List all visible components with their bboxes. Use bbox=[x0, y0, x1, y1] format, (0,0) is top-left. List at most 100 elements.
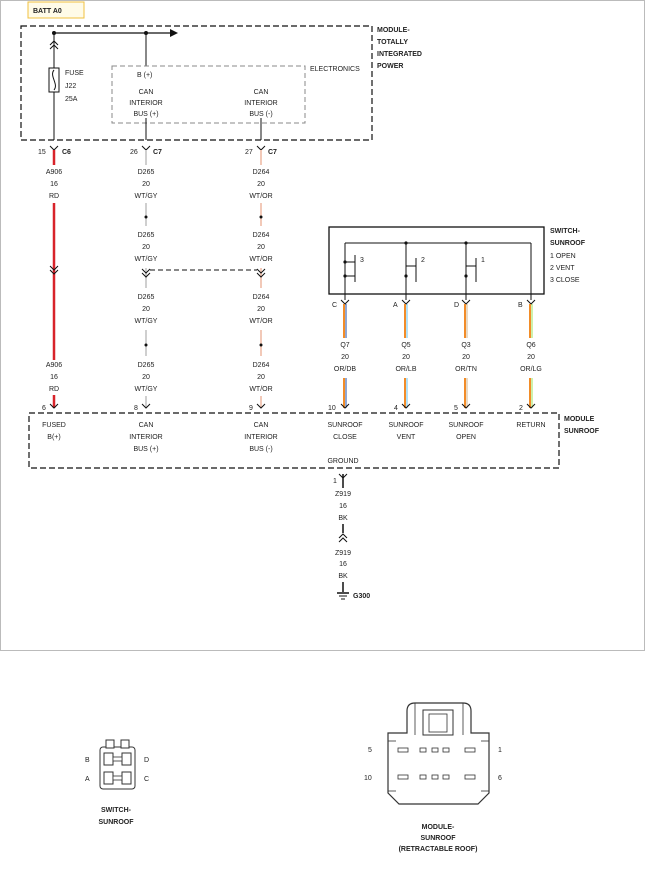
module-pin-9: 9 bbox=[249, 405, 253, 412]
module-label-canp-1: CAN bbox=[139, 422, 154, 429]
module-pin-10: 10 bbox=[328, 405, 336, 412]
module-title-1: MODULE bbox=[564, 416, 595, 423]
can-minus-label-1c: WT/OR bbox=[249, 193, 272, 200]
can-plus-label-4c: WT/GY bbox=[135, 386, 158, 393]
wire-q3: Q3 20 OR/TN bbox=[455, 304, 477, 408]
tipm-pin-27: 27 bbox=[245, 149, 253, 156]
module-label-canp-2: INTERIOR bbox=[129, 434, 162, 441]
tipm-conn-c6: C6 bbox=[62, 149, 71, 156]
can-minus-label-3a: D264 bbox=[253, 294, 270, 301]
can-minus-label-1b: 20 bbox=[257, 181, 265, 188]
switch-connector-view: B A D C SWITCH- SUNROOF bbox=[85, 739, 149, 826]
fused-bottom-color: RD bbox=[49, 386, 59, 393]
switch-legend-2: 2 VENT bbox=[550, 265, 575, 272]
sw-conn-pin-c: C bbox=[144, 776, 149, 783]
tipm-title-4: POWER bbox=[377, 63, 403, 70]
tipm-conn-c7b: C7 bbox=[268, 149, 277, 156]
switch-legend-3: 3 CLOSE bbox=[550, 277, 580, 284]
sw-conn-pin-b: B bbox=[85, 757, 90, 764]
ground-bottom-circuit: Z919 bbox=[335, 550, 351, 557]
fused-top-circuit: A906 bbox=[46, 169, 62, 176]
tipm-can-plus-3: BUS (+) bbox=[133, 111, 158, 118]
ground-top-gauge: 16 bbox=[339, 503, 347, 510]
tipm-can-plus-1: CAN bbox=[139, 89, 154, 96]
q3-circuit: Q3 bbox=[461, 342, 470, 349]
can-plus-label-1a: D265 bbox=[138, 169, 155, 176]
ground-bottom-color: BK bbox=[338, 573, 348, 580]
can-plus-label-2c: WT/GY bbox=[135, 256, 158, 263]
can-minus-label-4a: D264 bbox=[253, 362, 270, 369]
can-plus-label-4b: 20 bbox=[142, 374, 150, 381]
module-label-canm-1: CAN bbox=[254, 422, 269, 429]
can-plus-label-2a: D265 bbox=[138, 232, 155, 239]
switch-title-1: SWITCH- bbox=[550, 228, 581, 235]
fused-bottom-gauge: 16 bbox=[50, 374, 58, 381]
fused-bottom-circuit: A906 bbox=[46, 362, 62, 369]
mod-conn-title-3: (RETRACTABLE ROOF) bbox=[399, 846, 478, 853]
module-label-fused-2: B(+) bbox=[47, 434, 60, 441]
sw-conn-title-2: SUNROOF bbox=[99, 819, 135, 826]
module-label-open-2: OPEN bbox=[456, 434, 476, 441]
switch-contact-1: 1 bbox=[481, 257, 485, 264]
can-plus-label-1c: WT/GY bbox=[135, 193, 158, 200]
mod-conn-title-1: MODULE- bbox=[422, 824, 455, 831]
module-label-close-2: CLOSE bbox=[333, 434, 357, 441]
module-title-2: SUNROOF bbox=[564, 428, 600, 435]
can-plus-label-1b: 20 bbox=[142, 181, 150, 188]
module-pin-4: 4 bbox=[394, 405, 398, 412]
fused-top-gauge: 16 bbox=[50, 181, 58, 188]
can-minus-label-4c: WT/OR bbox=[249, 386, 272, 393]
can-minus-label-2c: WT/OR bbox=[249, 256, 272, 263]
tipm-pin-26: 26 bbox=[130, 149, 138, 156]
module-pin-8: 8 bbox=[134, 405, 138, 412]
tipm-title-3: INTEGRATED bbox=[377, 51, 422, 58]
fuse-id: J22 bbox=[65, 83, 76, 90]
tipm-title-1: MODULE- bbox=[377, 27, 410, 34]
batt-label: BATT A0 bbox=[27, 1, 85, 19]
can-minus-label-3c: WT/OR bbox=[249, 318, 272, 325]
switch-contact-2: 2 bbox=[421, 257, 425, 264]
can-plus-label-3c: WT/GY bbox=[135, 318, 158, 325]
diagram-frame bbox=[0, 0, 645, 651]
wire-can-minus: D264 20 WT/OR D264 20 WT/OR D264 20 WT/O… bbox=[249, 150, 273, 408]
can-plus-label-3b: 20 bbox=[142, 306, 150, 313]
ground-top-circuit: Z919 bbox=[335, 491, 351, 498]
can-minus-label-4b: 20 bbox=[257, 374, 265, 381]
wire-fused-b-plus: A906 16 RD A906 16 RD bbox=[46, 150, 62, 408]
q6-circuit: Q6 bbox=[526, 342, 535, 349]
module-label-fused-1: FUSED bbox=[42, 422, 66, 429]
wire-can-plus: D265 20 WT/GY D265 20 WT/GY D265 20 WT/G… bbox=[135, 150, 158, 408]
mod-conn-title-2: SUNROOF bbox=[421, 835, 457, 842]
module-pin-6: 6 bbox=[42, 405, 46, 412]
module-pin-5: 5 bbox=[454, 405, 458, 412]
tipm-pin-15: 15 bbox=[38, 149, 46, 156]
mod-conn-pin-6: 6 bbox=[498, 775, 502, 782]
mod-conn-pin-10: 10 bbox=[364, 775, 372, 782]
module-label-canm-3: BUS (-) bbox=[249, 446, 272, 453]
tipm-conn-c7a: C7 bbox=[153, 149, 162, 156]
q5-color: OR/LB bbox=[395, 366, 416, 373]
q3-gauge: 20 bbox=[462, 354, 470, 361]
mod-conn-pin-1: 1 bbox=[498, 747, 502, 754]
sw-conn-pin-d: D bbox=[144, 757, 149, 764]
wire-q7: Q7 20 OR/DB bbox=[334, 304, 357, 408]
q7-color: OR/DB bbox=[334, 366, 357, 373]
fuse-label: FUSE bbox=[65, 70, 84, 77]
ground-bottom-gauge: 16 bbox=[339, 561, 347, 568]
ground-point-label: G300 bbox=[353, 593, 370, 600]
module-label-close-1: SUNROOF bbox=[328, 422, 363, 429]
q3-color: OR/TN bbox=[455, 366, 477, 373]
tipm-b-plus: B (+) bbox=[137, 72, 152, 79]
batt-label-text: BATT A0 bbox=[33, 8, 62, 15]
ground-top-color: BK bbox=[338, 515, 348, 522]
module-label-ground: GROUND bbox=[327, 458, 358, 465]
module-connector-view: 5 10 1 6 MODULE- SUNROOF (RETRACTABLE RO… bbox=[364, 702, 502, 853]
switch-contact-3: 3 bbox=[360, 257, 364, 264]
q7-gauge: 20 bbox=[341, 354, 349, 361]
sunroof-module: MODULE SUNROOF 6 8 9 10 4 5 2 FUSED B(+)… bbox=[28, 403, 600, 469]
ground-pin: 1 bbox=[333, 478, 337, 485]
wire-q5: Q5 20 OR/LB bbox=[395, 304, 417, 408]
wire-q6: Q6 20 OR/LG bbox=[520, 304, 542, 408]
switch-pin-c: C bbox=[332, 302, 337, 309]
